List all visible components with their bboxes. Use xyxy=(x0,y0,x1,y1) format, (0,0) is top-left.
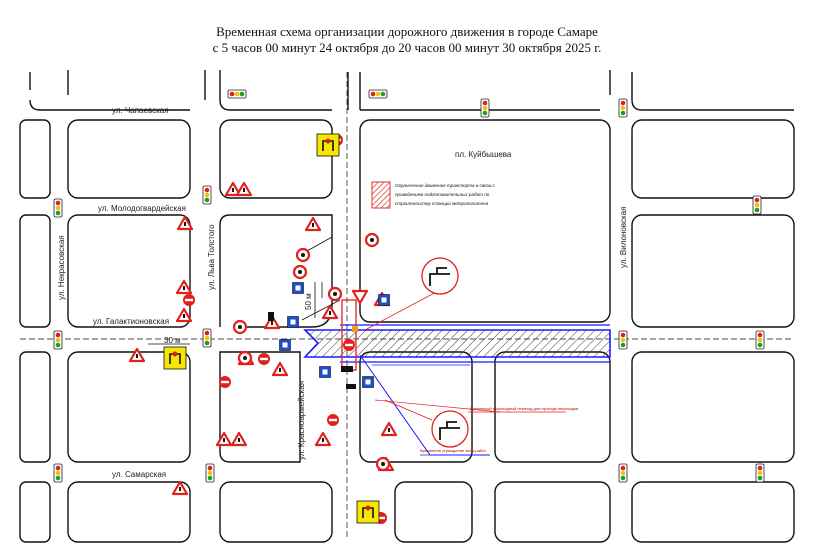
no-entry-sign-icon xyxy=(327,286,343,302)
temp-crossing-note: Временный пешеходный переход для прохода… xyxy=(470,406,578,411)
warning-triangle-icon xyxy=(215,431,233,447)
pedestrian-crossing-sign-icon xyxy=(279,339,291,351)
traffic-light-icon xyxy=(205,463,215,483)
no-entry-sign-icon xyxy=(364,232,380,248)
warning-triangle-icon xyxy=(175,307,193,323)
street-vilonovskaya: ул. Вилоновская xyxy=(619,207,628,268)
road-works-sign-icon xyxy=(364,257,459,331)
traffic-light-icon xyxy=(480,98,490,118)
no-entry-sign-icon xyxy=(258,353,270,365)
pedestrian-crossing-sign-icon xyxy=(362,376,374,388)
fence-note: Временное ограждение зоны работ xyxy=(420,448,486,453)
street-samarskaya: ул. Самарская xyxy=(112,470,166,479)
traffic-light-icon xyxy=(618,463,628,483)
map-title: Временная схема организации дорожного дв… xyxy=(0,24,814,56)
no-entry-sign-icon xyxy=(232,319,248,335)
warning-triangle-icon xyxy=(175,279,193,295)
no-entry-sign-icon xyxy=(237,350,253,366)
street-krasnoarmeyskaya: ул. Красноармейская xyxy=(297,381,306,460)
warning-triangle-icon xyxy=(351,289,369,305)
square-kuybysheva: пл. Куйбышева xyxy=(455,150,512,159)
legend-line-1: Ограничение движения транспорта в связи … xyxy=(395,183,496,188)
annotation-lines: Временный пешеходный переход для прохода… xyxy=(299,236,578,456)
street-chapaevskaya: ул. Чапаевская xyxy=(112,106,169,115)
pedestrian-crossing-sign-icon xyxy=(319,366,331,378)
dimension-marks: 30 м 50 м xyxy=(148,282,316,345)
pedestrian-crossing-sign-icon xyxy=(287,316,299,328)
detour-sign-icon xyxy=(163,346,187,370)
legend-line-2: проведением подготовительных работ по xyxy=(395,192,490,197)
traffic-light-icon xyxy=(755,463,765,483)
dimension-50m: 50 м xyxy=(304,293,313,310)
no-entry-sign-icon xyxy=(295,247,311,263)
pedestrian-crossing-sign-icon xyxy=(378,294,390,306)
traffic-light-icon xyxy=(227,89,247,99)
warning-triangle-icon xyxy=(304,216,322,232)
warning-triangle-icon xyxy=(271,361,289,377)
traffic-light-icon xyxy=(618,98,628,118)
no-entry-sign-icon xyxy=(183,294,195,306)
traffic-light-icon xyxy=(53,463,63,483)
traffic-light-icon xyxy=(202,185,212,205)
detour-sign-icon xyxy=(356,500,380,524)
traffic-light-icon xyxy=(755,330,765,350)
pedestrian-crossing-sign-icon xyxy=(292,282,304,294)
detour-sign-icon xyxy=(316,133,340,157)
street-lva-tolstogo: ул. Льва Толстого xyxy=(207,224,216,290)
no-entry-sign-icon xyxy=(219,376,231,388)
no-entry-sign-icon xyxy=(375,456,391,472)
traffic-light-icon xyxy=(618,330,628,350)
no-entry-sign-icon xyxy=(292,264,308,280)
warning-triangle-icon xyxy=(128,347,146,363)
street-nekrasovskaya: ул. Некрасовская xyxy=(57,235,66,300)
warning-triangle-icon xyxy=(314,431,332,447)
traffic-light-icon xyxy=(53,198,63,218)
legend-line-3: строительству станции метрополитена xyxy=(395,201,489,206)
dimension-30m: 30 м xyxy=(164,336,181,345)
road-works-sign-icon xyxy=(384,399,469,448)
title-line-2: с 5 часов 00 минут 24 октября до 20 часо… xyxy=(212,40,602,55)
warning-triangle-icon xyxy=(235,181,253,197)
no-entry-sign-icon xyxy=(343,339,355,351)
traffic-light-icon xyxy=(752,195,762,215)
street-molodogvardeyskaya: ул. Молодогвардейская xyxy=(98,204,186,213)
traffic-light-icon xyxy=(202,328,212,348)
traffic-lights xyxy=(53,89,765,483)
warning-triangle-icon xyxy=(230,431,248,447)
closure-legend: Ограничение движения транспорта в связи … xyxy=(371,181,496,209)
warning-triangle-icon xyxy=(380,421,398,437)
barrier-markers xyxy=(268,312,358,389)
city-blocks xyxy=(19,70,795,543)
traffic-light-icon xyxy=(53,330,63,350)
traffic-light-icon xyxy=(368,89,388,99)
title-line-1: Временная схема организации дорожного дв… xyxy=(216,24,598,39)
street-galaktionovskaya: ул. Галактионовская xyxy=(93,317,169,326)
no-entry-sign-icon xyxy=(327,414,339,426)
